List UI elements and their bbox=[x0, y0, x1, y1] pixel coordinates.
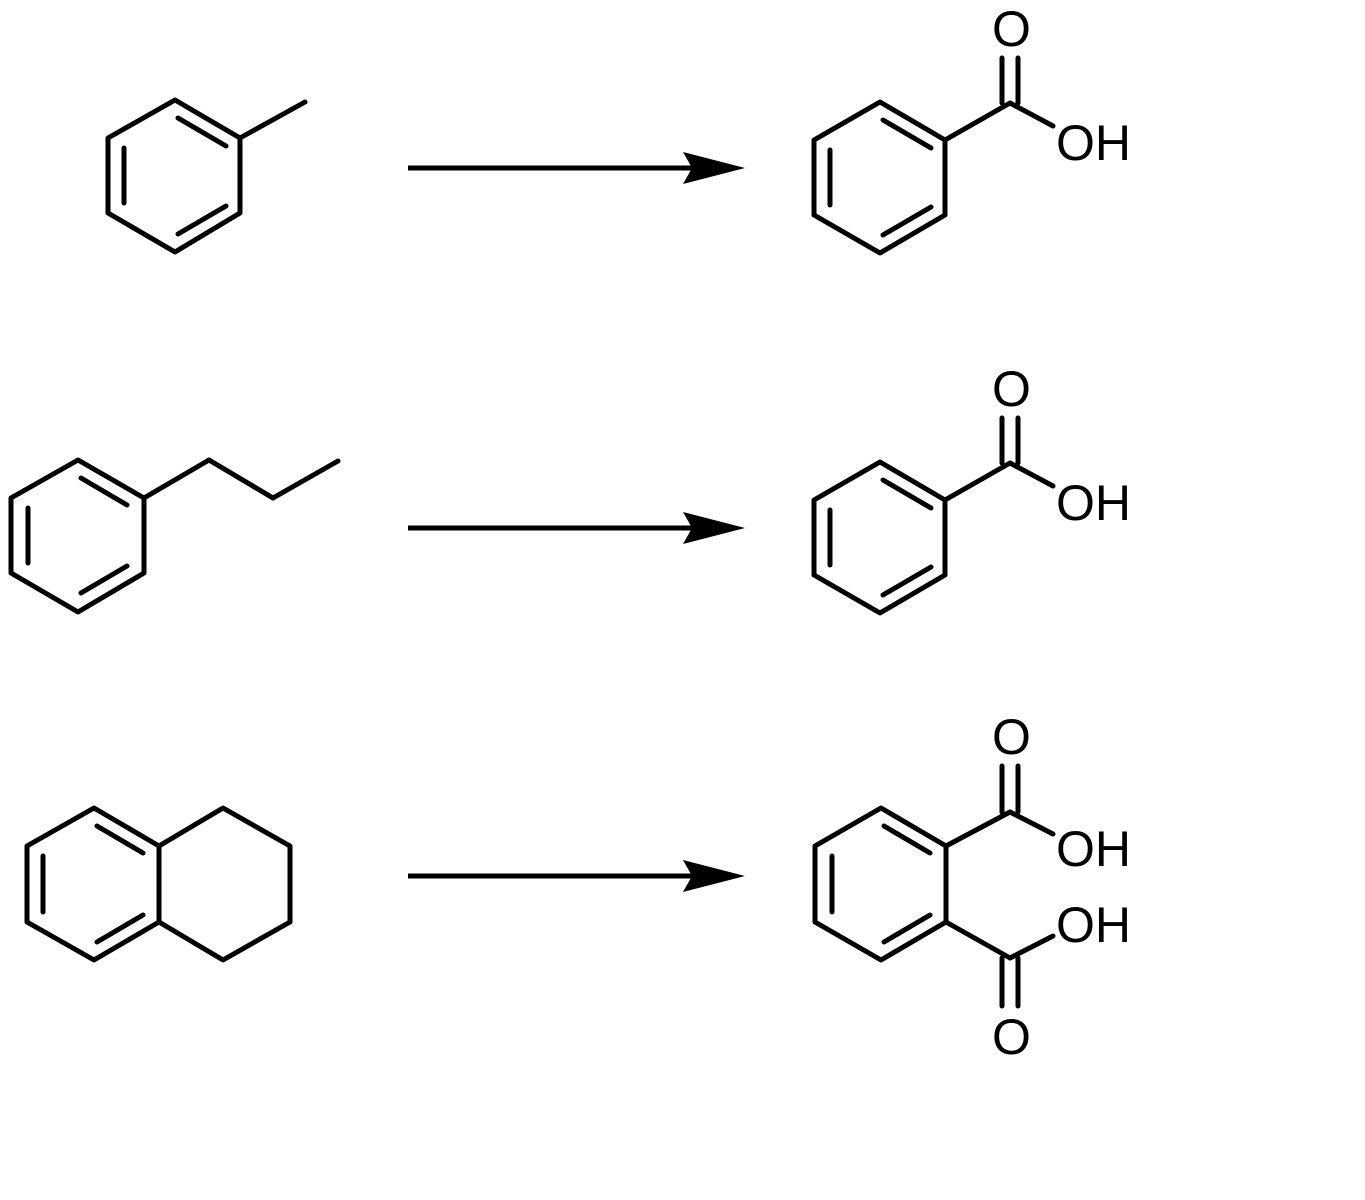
reaction-arrow-1 bbox=[408, 152, 745, 184]
oxygen-label: O bbox=[992, 1, 1031, 57]
hydroxyl-label: OH bbox=[1056, 115, 1131, 171]
reaction-arrow-3 bbox=[408, 860, 745, 892]
reaction-1: O OH bbox=[105, 1, 1131, 256]
reaction-arrow-2 bbox=[408, 512, 745, 544]
reaction-3: O OH OH O bbox=[24, 709, 1131, 1065]
reactant-tetralin bbox=[24, 805, 293, 963]
hydroxyl-label-upper: OH bbox=[1056, 821, 1131, 877]
reactant-propylbenzene bbox=[8, 457, 341, 615]
product-benzoic-acid-2: O OH bbox=[811, 361, 1131, 616]
reaction-2: O OH bbox=[8, 361, 1131, 616]
hydroxyl-label-lower: OH bbox=[1056, 897, 1131, 953]
product-benzoic-acid-1: O OH bbox=[811, 1, 1131, 256]
oxygen-label-upper: O bbox=[992, 709, 1031, 765]
reactant-toluene bbox=[105, 97, 308, 255]
product-phthalic-acid: O OH OH O bbox=[812, 709, 1131, 1065]
oxygen-label: O bbox=[992, 361, 1031, 417]
oxygen-label-lower: O bbox=[992, 1009, 1031, 1065]
hydroxyl-label: OH bbox=[1056, 475, 1131, 531]
